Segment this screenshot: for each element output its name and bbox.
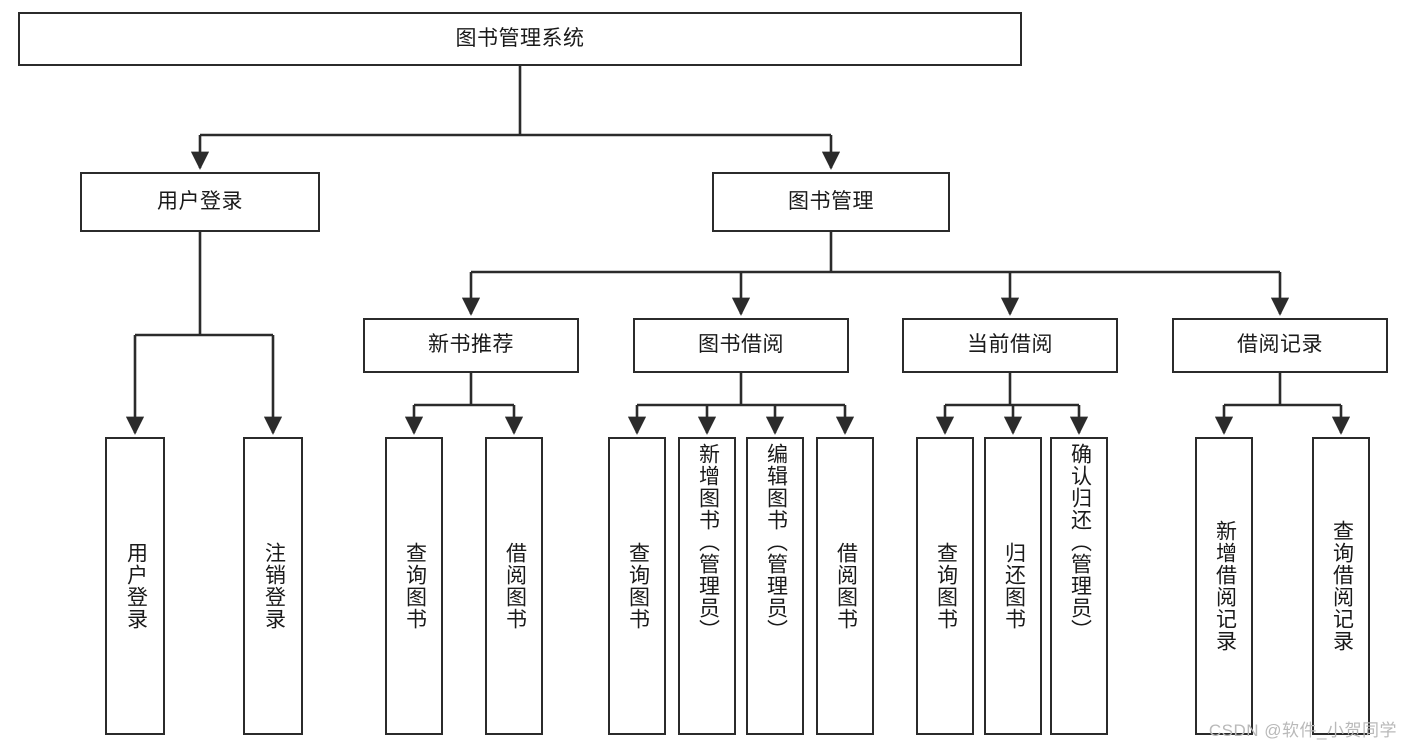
leaf-query-book-newbook[interactable]: 查询图书: [385, 437, 443, 735]
leaf-add-borrow-record[interactable]: 新增借阅记录: [1195, 437, 1253, 735]
leaf-query-book-current-label: 查询图书: [934, 542, 958, 630]
leaf-logout-label: 注销登录: [262, 542, 286, 630]
leaf-return-book-label: 归还图书: [1002, 542, 1026, 630]
node-user-login[interactable]: 用户登录: [80, 172, 320, 232]
leaf-borrow-book[interactable]: 借阅图书: [816, 437, 874, 735]
node-new-book-recommend-label: 新书推荐: [428, 333, 514, 357]
leaf-return-book[interactable]: 归还图书: [984, 437, 1042, 735]
leaf-query-book-newbook-label: 查询图书: [403, 542, 427, 630]
leaf-user-login[interactable]: 用户登录: [105, 437, 165, 735]
leaf-edit-book-admin-label: 编辑图书（管理员）: [764, 443, 788, 641]
leaf-borrow-book-label: 借阅图书: [834, 542, 858, 630]
node-book-management-label: 图书管理: [788, 189, 874, 213]
leaf-edit-book-admin[interactable]: 编辑图书（管理员）: [746, 437, 804, 735]
leaf-add-borrow-record-label: 新增借阅记录: [1213, 520, 1237, 652]
leaf-logout[interactable]: 注销登录: [243, 437, 303, 735]
leaf-confirm-return-admin-label: 确认归还（管理员）: [1068, 443, 1092, 641]
leaf-add-book-admin-label: 新增图书（管理员）: [696, 443, 720, 641]
node-root-label: 图书管理系统: [455, 26, 585, 50]
node-borrow-record[interactable]: 借阅记录: [1172, 318, 1388, 373]
node-book-borrow-label: 图书借阅: [698, 333, 784, 357]
leaf-borrow-book-newbook[interactable]: 借阅图书: [485, 437, 543, 735]
node-book-management[interactable]: 图书管理: [712, 172, 950, 232]
leaf-query-book-borrow-label: 查询图书: [626, 542, 650, 630]
leaf-add-book-admin[interactable]: 新增图书（管理员）: [678, 437, 736, 735]
leaf-query-book-borrow[interactable]: 查询图书: [608, 437, 666, 735]
node-current-borrow[interactable]: 当前借阅: [902, 318, 1118, 373]
node-user-login-label: 用户登录: [157, 189, 243, 213]
leaf-query-book-current[interactable]: 查询图书: [916, 437, 974, 735]
node-root[interactable]: 图书管理系统: [18, 12, 1022, 66]
leaf-confirm-return-admin[interactable]: 确认归还（管理员）: [1050, 437, 1108, 735]
node-book-borrow[interactable]: 图书借阅: [633, 318, 849, 373]
node-borrow-record-label: 借阅记录: [1237, 333, 1323, 357]
node-current-borrow-label: 当前借阅: [967, 333, 1053, 357]
watermark: CSDN @软件_小贺同学: [1208, 721, 1397, 740]
leaf-user-login-label: 用户登录: [124, 542, 148, 630]
leaf-borrow-book-newbook-label: 借阅图书: [503, 542, 527, 630]
node-new-book-recommend[interactable]: 新书推荐: [363, 318, 579, 373]
leaf-query-borrow-record[interactable]: 查询借阅记录: [1312, 437, 1370, 735]
leaf-query-borrow-record-label: 查询借阅记录: [1330, 520, 1354, 652]
